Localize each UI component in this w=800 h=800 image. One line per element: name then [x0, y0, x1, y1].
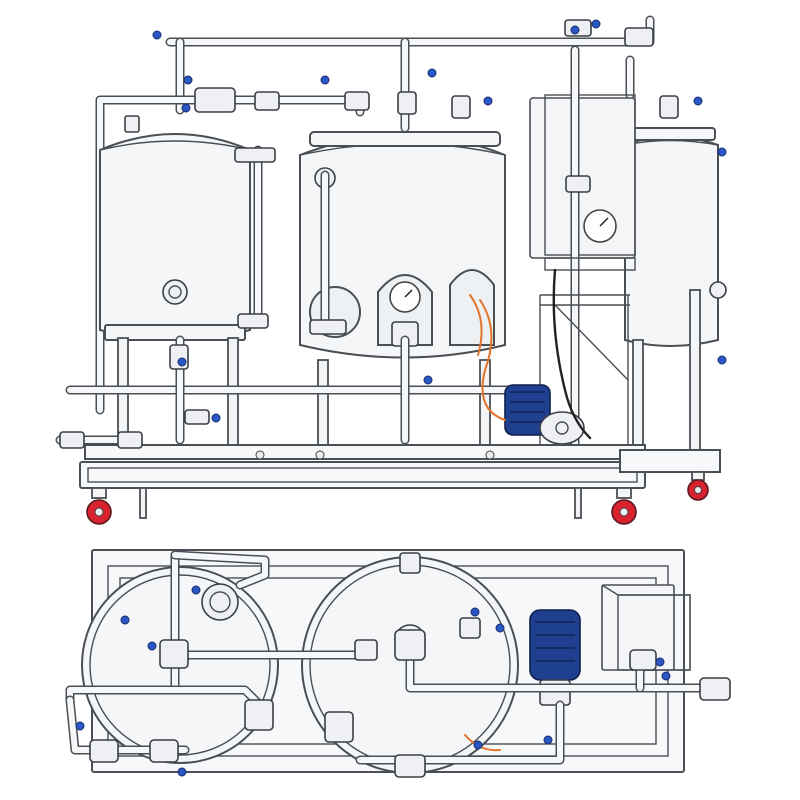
leveling-foot [139, 487, 147, 519]
valve-knobs-plan [75, 585, 671, 777]
right-tank [624, 127, 727, 451]
plan-pipes [65, 550, 715, 765]
caster-front-right [611, 487, 637, 525]
caster-rear-right [687, 471, 709, 501]
left-tank [99, 133, 276, 449]
top-view [65, 549, 731, 778]
leveling-foot [574, 487, 582, 519]
tank-top-fittings [59, 19, 679, 449]
plan-valves [89, 629, 731, 778]
base-frame [79, 444, 721, 489]
casters [86, 471, 709, 525]
control-box-plan [601, 584, 691, 671]
electrical-control-box [529, 45, 636, 455]
front-view [55, 15, 727, 525]
caster-front-left [86, 487, 112, 525]
centrifugal-pump-motor [469, 268, 592, 445]
control-stand [539, 294, 630, 450]
center-tank [299, 131, 506, 449]
valve-knobs-front [152, 19, 727, 423]
